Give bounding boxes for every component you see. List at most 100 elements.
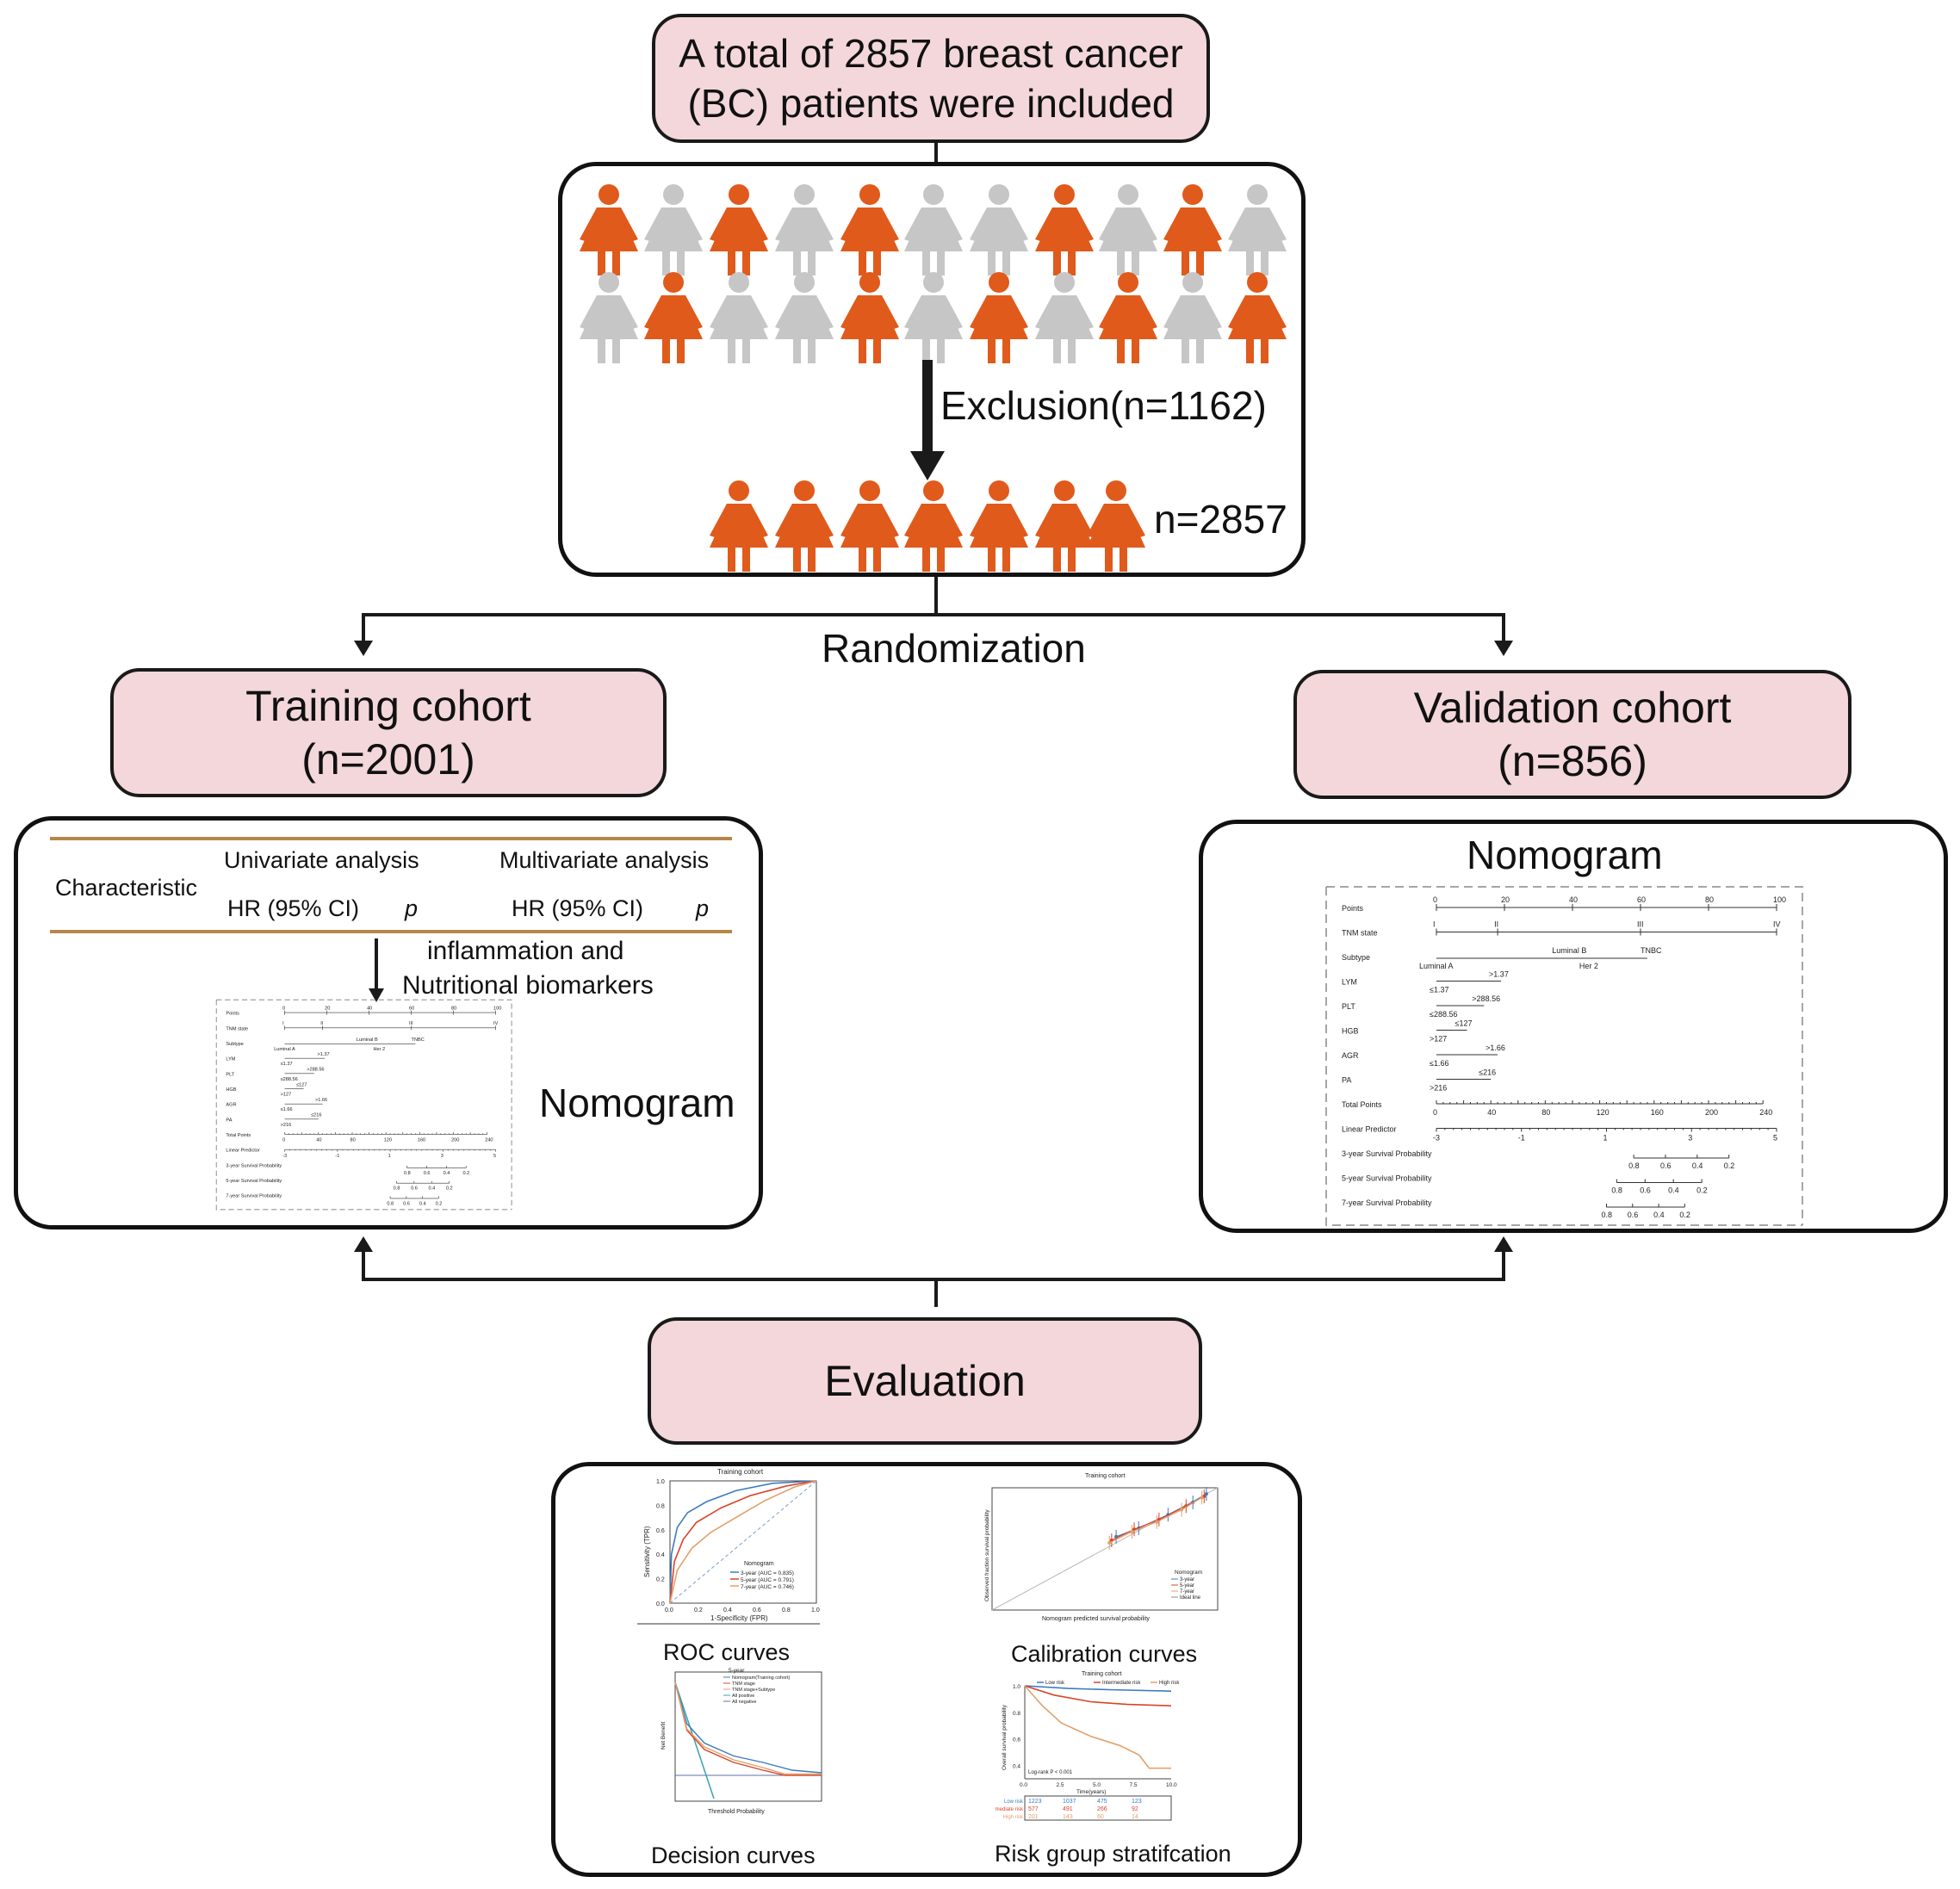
- nomogram-tick-label: 60: [1637, 895, 1646, 904]
- roc-chart: Training cohort0.00.00.20.20.40.40.60.60…: [637, 1468, 820, 1625]
- split-horizontal: [362, 613, 1505, 616]
- nomogram-tick-label: 40: [1569, 895, 1578, 904]
- nomogram-tick-label: 0.4: [1692, 1161, 1703, 1170]
- eval-left-arrowhead: [354, 1236, 373, 1252]
- nomogram-tick-label: 0.8: [404, 1171, 411, 1176]
- nomogram-tick-label: 5: [493, 1154, 496, 1159]
- top-title-box: A total of 2857 breast cancer (BC) patie…: [652, 14, 1210, 143]
- woman-icon: [580, 272, 638, 363]
- nomogram-row-label: PLT: [226, 1072, 234, 1077]
- nomogram-tick-label: Her 2: [373, 1047, 385, 1052]
- table-multi-p: p: [696, 895, 710, 921]
- table-univariate: Univariate analysis: [224, 847, 419, 873]
- km-curve: [1024, 1685, 1171, 1769]
- woman-icon: [840, 184, 899, 276]
- roc-y-tick: 1.0: [656, 1479, 665, 1485]
- km-risk-value: 1223: [1028, 1799, 1042, 1805]
- km-risk-table: [1024, 1795, 1172, 1821]
- nomogram-tick-label: III: [1637, 920, 1644, 929]
- nomogram-tick-label: 80: [350, 1138, 355, 1143]
- nomogram-tick-label: 200: [1705, 1108, 1718, 1117]
- nomogram-tick-label: 0.6: [1640, 1186, 1651, 1195]
- km-risk-value: 266: [1097, 1806, 1107, 1812]
- dca-legend-item: Nomogram(Training cohort): [732, 1675, 791, 1681]
- people-figures: [580, 184, 1287, 572]
- woman-icon: [1035, 272, 1094, 363]
- nomogram-tick-label: ≤1.37: [281, 1062, 293, 1067]
- dca-xlabel: Threshold Probability: [708, 1809, 765, 1815]
- nomogram-tick-label: Luminal A: [1419, 962, 1454, 970]
- validation-panel: [1199, 820, 1948, 1233]
- nomogram-tick-label: 1: [388, 1154, 391, 1159]
- eval-left-rise: [362, 1250, 365, 1279]
- randomization-label: Randomization: [822, 626, 1086, 671]
- nomogram-row-label: Total Points: [226, 1133, 251, 1138]
- nomogram-row-label: 3-year Survival Probability: [1342, 1149, 1432, 1158]
- calibration-xlabel: Nomogram predicted survival probability: [1042, 1616, 1150, 1622]
- km-y-tick: 1.0: [1013, 1684, 1020, 1690]
- nomogram-tick-label: 20: [1501, 895, 1510, 904]
- km-x-tick: 10.0: [1166, 1782, 1177, 1788]
- nomogram-row-label: TNM state: [226, 1026, 248, 1031]
- roc-ylabel: Sensitivity (TPR): [643, 1526, 651, 1577]
- woman-icon: [1099, 272, 1157, 363]
- km-caption: Risk group stratifcation: [995, 1841, 1231, 1867]
- calibration-point: [1155, 1520, 1159, 1524]
- nomogram-tick-label: >1.37: [1489, 970, 1509, 979]
- nomogram-tick-label: IV: [1773, 920, 1781, 929]
- calibration-legend-title: Nomogram: [1175, 1570, 1202, 1576]
- nomogram-tick-label: >1.66: [315, 1098, 327, 1103]
- nomogram-tick-label: ≤216: [1479, 1068, 1496, 1077]
- nomogram-tick-label: 60: [409, 1006, 414, 1011]
- dca-curve: [674, 1682, 822, 1774]
- dca-legend-title: 5-year: [729, 1668, 745, 1674]
- split-right-drop: [1502, 613, 1505, 642]
- nomogram-tick-label: -3: [1433, 1134, 1440, 1143]
- nomogram-tick-label: 0.2: [1724, 1161, 1735, 1170]
- km-x-tick: 2.5: [1057, 1782, 1064, 1788]
- nomogram-tick-label: >127: [281, 1093, 292, 1098]
- biomarkers-line2: Nutritional biomarkers: [402, 971, 654, 1000]
- nomogram-tick-label: ≤1.37: [1430, 986, 1448, 994]
- km-legend-item: Intermediate risk: [1102, 1681, 1141, 1686]
- calibration-title: Training cohort: [1085, 1473, 1125, 1479]
- evaluation-box: Evaluation: [648, 1317, 1202, 1445]
- nomogram-row-label: AGR: [1342, 1051, 1359, 1060]
- woman-icon: [710, 272, 768, 363]
- nomogram-tick-label: IV: [493, 1021, 499, 1026]
- nomogram-tick-label: 0.4: [428, 1186, 435, 1192]
- km-y-tick: 0.4: [1013, 1764, 1020, 1770]
- woman-icon: [1035, 480, 1094, 572]
- nomogram-tick-label: >1.66: [1486, 1044, 1505, 1052]
- woman-icon: [840, 480, 899, 572]
- nomogram-frame: [1325, 886, 1803, 1226]
- roc-y-tick: 0.8: [656, 1503, 665, 1509]
- nomogram-row-label: Total Points: [1342, 1100, 1382, 1109]
- nomogram-tick-label: Luminal A: [274, 1047, 295, 1052]
- km-risk-label: Intermediate risk: [996, 1807, 1024, 1812]
- woman-icon: [904, 272, 963, 363]
- table-bottom-rule: [50, 930, 732, 933]
- roc-title: Training cohort: [717, 1468, 764, 1476]
- split-left-drop: [362, 613, 365, 642]
- nomogram-tick-label: >288.56: [307, 1068, 324, 1073]
- nomogram-tick-label: 0: [282, 1138, 285, 1143]
- dca-curve: [674, 1682, 822, 1775]
- woman-icon: [644, 184, 703, 276]
- nomogram-tick-label: 0.8: [387, 1201, 394, 1206]
- nomogram-tick-label: 3: [1688, 1134, 1692, 1143]
- nomogram-tick-label: ≤127: [296, 1082, 307, 1087]
- nomogram-row-label: Points: [226, 1012, 239, 1017]
- woman-icon: [840, 272, 899, 363]
- km-title: Training cohort: [1082, 1671, 1121, 1677]
- nomogram-tick-label: III: [409, 1021, 413, 1026]
- roc-y-tick: 0.2: [656, 1577, 665, 1583]
- nomogram-tick-label: 0: [282, 1006, 285, 1011]
- km-y-tick: 0.8: [1013, 1711, 1020, 1717]
- calibration-ylabel: Observed fraction survival probability: [984, 1509, 990, 1601]
- nomogram-row-label: 3-year Survival Probability: [226, 1163, 282, 1168]
- nomogram-tick-label: 0.6: [1628, 1211, 1639, 1219]
- km-logrank: Log-rank P < 0.001: [1028, 1770, 1073, 1775]
- woman-icon: [1163, 184, 1222, 276]
